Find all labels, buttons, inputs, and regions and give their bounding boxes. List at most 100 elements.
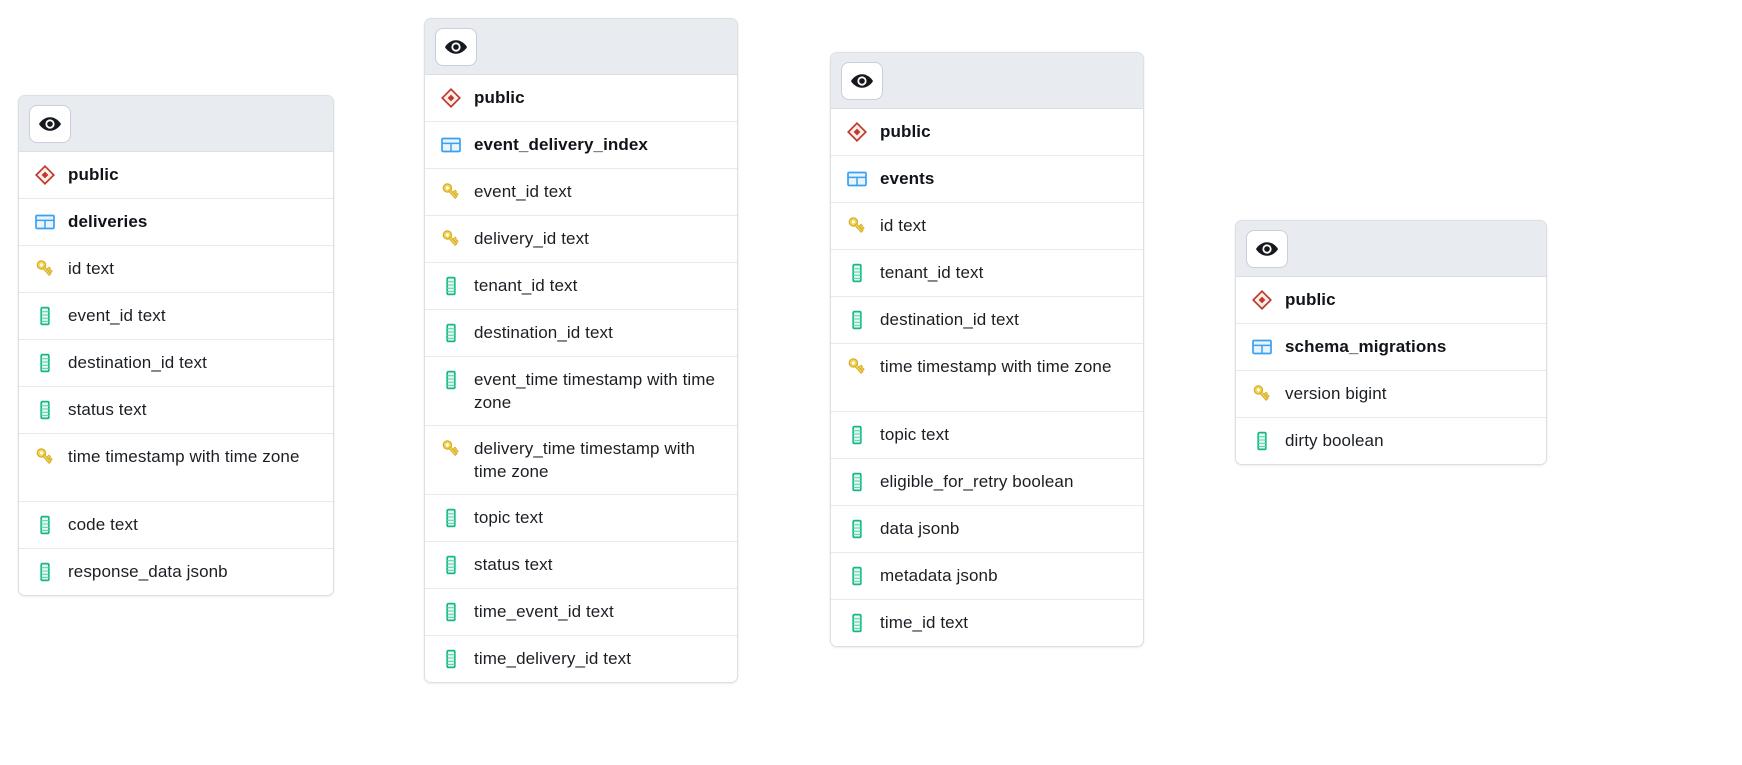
- column-row-label: version bigint: [1285, 384, 1387, 403]
- table-name[interactable]: events: [831, 156, 1143, 203]
- column-row-label: response_data jsonb: [68, 562, 228, 581]
- column-row[interactable]: status text: [425, 542, 737, 589]
- schema-name-label: public: [68, 165, 119, 184]
- column-row[interactable]: data jsonb: [831, 506, 1143, 553]
- primary-key-icon: [845, 355, 869, 379]
- table-grid-icon: [845, 167, 869, 191]
- table-card-header: [425, 19, 737, 75]
- column-icon: [439, 321, 463, 345]
- schema-name[interactable]: public: [831, 109, 1143, 156]
- eye-icon: [443, 34, 469, 60]
- table-name[interactable]: schema_migrations: [1236, 324, 1546, 371]
- column-row[interactable]: version bigint: [1236, 371, 1546, 418]
- column-row-label: delivery_time timestamp with time zone: [474, 439, 696, 481]
- column-icon: [33, 560, 57, 584]
- column-row[interactable]: topic text: [425, 495, 737, 542]
- column-row[interactable]: destination_id text: [19, 340, 333, 387]
- primary-key-icon: [33, 445, 57, 469]
- primary-key-icon: [845, 214, 869, 238]
- column-row[interactable]: response_data jsonb: [19, 549, 333, 595]
- schema-name-label: public: [880, 122, 931, 141]
- schema-name[interactable]: public: [19, 152, 333, 199]
- table-grid-icon: [439, 133, 463, 157]
- column-row[interactable]: time timestamp with time zone: [19, 434, 333, 502]
- column-row[interactable]: id text: [19, 246, 333, 293]
- column-row[interactable]: event_id text: [19, 293, 333, 340]
- column-icon: [33, 351, 57, 375]
- column-icon: [845, 564, 869, 588]
- table-card-event_delivery_index[interactable]: public event_delivery_index event_id text d…: [424, 18, 738, 683]
- table-name-label: event_delivery_index: [474, 135, 648, 154]
- column-row-label: time timestamp with time zone: [880, 357, 1112, 376]
- column-row-label: destination_id text: [880, 310, 1019, 329]
- column-icon: [845, 261, 869, 285]
- visibility-toggle-button[interactable]: [841, 61, 883, 100]
- table-card-header: [831, 53, 1143, 109]
- column-row[interactable]: code text: [19, 502, 333, 549]
- schema-name-label: public: [1285, 290, 1336, 309]
- column-icon: [439, 506, 463, 530]
- column-row[interactable]: destination_id text: [831, 297, 1143, 344]
- column-row-label: time timestamp with time zone: [68, 447, 300, 466]
- column-row-label: eligible_for_retry boolean: [880, 472, 1074, 491]
- column-row[interactable]: tenant_id text: [831, 250, 1143, 297]
- column-row-label: time_id text: [880, 613, 969, 632]
- primary-key-icon: [439, 437, 463, 461]
- table-card-events[interactable]: public events id text tenant_id text destina…: [830, 52, 1144, 647]
- schema-diamond-icon: [1250, 288, 1274, 312]
- column-row-label: status text: [474, 555, 553, 574]
- column-icon: [845, 517, 869, 541]
- table-name[interactable]: event_delivery_index: [425, 122, 737, 169]
- column-row-label: status text: [68, 400, 147, 419]
- column-row[interactable]: time_event_id text: [425, 589, 737, 636]
- column-row[interactable]: dirty boolean: [1236, 418, 1546, 464]
- schema-name[interactable]: public: [425, 75, 737, 122]
- visibility-toggle-button[interactable]: [1246, 229, 1288, 268]
- table-name-label: deliveries: [68, 212, 148, 231]
- table-name[interactable]: deliveries: [19, 199, 333, 246]
- column-icon: [33, 513, 57, 537]
- column-row-label: tenant_id text: [880, 263, 984, 282]
- column-row[interactable]: destination_id text: [425, 310, 737, 357]
- column-row-label: event_time timestamp with time zone: [474, 370, 716, 412]
- primary-key-icon: [1250, 382, 1274, 406]
- column-row[interactable]: time_id text: [831, 600, 1143, 646]
- column-row[interactable]: metadata jsonb: [831, 553, 1143, 600]
- column-icon: [845, 423, 869, 447]
- column-row[interactable]: tenant_id text: [425, 263, 737, 310]
- column-row-label: id text: [68, 259, 115, 278]
- primary-key-icon: [439, 227, 463, 251]
- column-row[interactable]: topic text: [831, 412, 1143, 459]
- column-row[interactable]: eligible_for_retry boolean: [831, 459, 1143, 506]
- column-row[interactable]: time_delivery_id text: [425, 636, 737, 682]
- eye-icon: [37, 111, 63, 137]
- column-row-label: id text: [880, 216, 927, 235]
- table-name-label: schema_migrations: [1285, 337, 1447, 356]
- visibility-toggle-button[interactable]: [29, 104, 71, 143]
- column-icon: [845, 308, 869, 332]
- column-icon: [845, 611, 869, 635]
- column-row[interactable]: id text: [831, 203, 1143, 250]
- column-row[interactable]: event_id text: [425, 169, 737, 216]
- column-row-label: data jsonb: [880, 519, 960, 538]
- primary-key-icon: [33, 257, 57, 281]
- column-row[interactable]: event_time timestamp with time zone: [425, 357, 737, 426]
- column-row[interactable]: status text: [19, 387, 333, 434]
- table-grid-icon: [33, 210, 57, 234]
- schema-diamond-icon: [439, 86, 463, 110]
- column-row[interactable]: delivery_id text: [425, 216, 737, 263]
- schema-name[interactable]: public: [1236, 277, 1546, 324]
- column-row[interactable]: time timestamp with time zone: [831, 344, 1143, 412]
- column-icon: [439, 368, 463, 392]
- column-row-label: delivery_id text: [474, 229, 589, 248]
- visibility-toggle-button[interactable]: [435, 27, 477, 66]
- column-row[interactable]: delivery_time timestamp with time zone: [425, 426, 737, 495]
- column-row-label: tenant_id text: [474, 276, 578, 295]
- table-card-header: [19, 96, 333, 152]
- schema-name-label: public: [474, 88, 525, 107]
- schema-diamond-icon: [845, 120, 869, 144]
- column-icon: [439, 274, 463, 298]
